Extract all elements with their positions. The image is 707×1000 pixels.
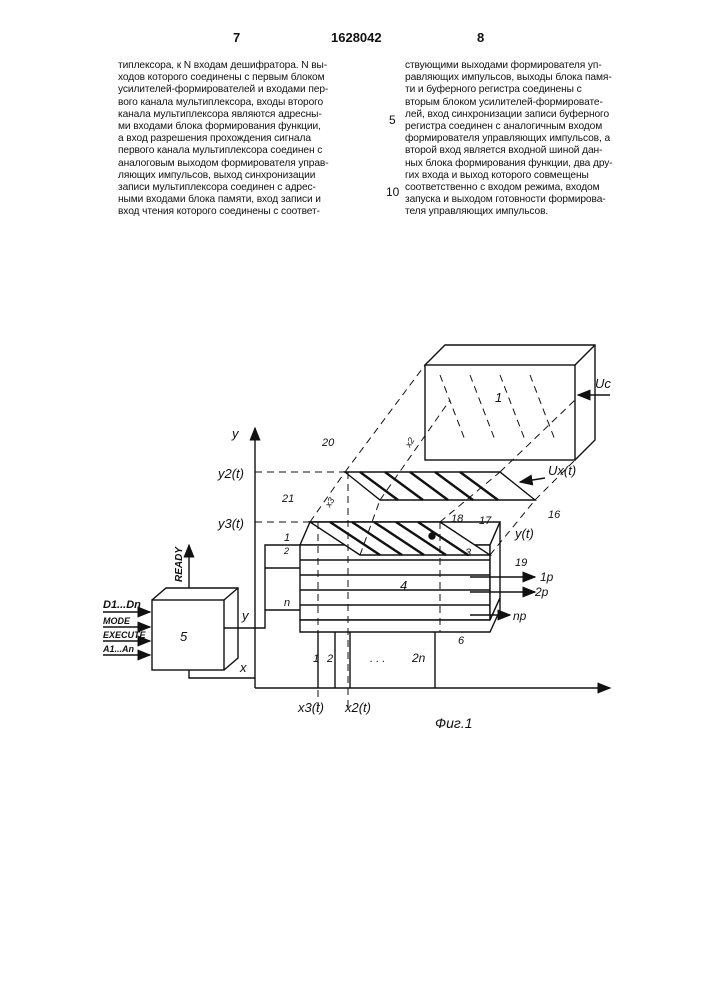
ready-label: READY — [174, 546, 185, 582]
a-inputs-label: A1...An — [102, 644, 135, 654]
yt-label: y(t) — [514, 526, 534, 541]
mode-label: MODE — [103, 616, 131, 626]
label-17: 17 — [479, 515, 492, 527]
label-21: 21 — [281, 493, 294, 505]
label-16: 16 — [548, 509, 561, 521]
y-output-label: y — [241, 608, 250, 623]
y2-label: y2(t) — [217, 466, 244, 481]
x2-label: x2(t) — [344, 700, 371, 715]
ux-label: Ux(t) — [548, 463, 576, 478]
label-18: 18 — [451, 513, 464, 525]
x-axis-label: x — [239, 660, 247, 675]
output-np-label: np — [513, 609, 527, 623]
block-5 — [152, 588, 238, 670]
plate-16 — [345, 472, 535, 500]
label-3: 3 — [465, 547, 472, 559]
output-2p-label: 2p — [534, 585, 549, 599]
d-inputs-label: D1...Dn — [103, 599, 141, 611]
execute-label: EXECUTE — [103, 630, 147, 640]
block-5-label: 5 — [180, 629, 188, 644]
y-axis-label: y — [231, 426, 240, 441]
figure-caption: Фиг.1 — [435, 715, 473, 731]
x3-beam-label: x3 — [323, 496, 337, 510]
output-1p-label: 1p — [540, 570, 554, 584]
label-20: 20 — [321, 437, 335, 449]
y-output-line — [224, 545, 300, 628]
col-n-label: 2n — [411, 651, 426, 665]
block-4-label: 4 — [400, 578, 407, 593]
block-6-label: 6 — [458, 635, 465, 647]
col-2-label: 2 — [326, 653, 333, 665]
label-19: 19 — [515, 557, 527, 569]
uc-label: Uc — [595, 376, 611, 391]
point-18 — [429, 533, 435, 539]
row-2-label: 2 — [283, 546, 289, 556]
x3-label: x3(t) — [297, 700, 324, 715]
ux-arrow — [520, 478, 545, 482]
col-dots-label: . . . — [370, 653, 385, 665]
row-1-label: 1 — [284, 532, 290, 544]
row-n-label: n — [284, 597, 290, 609]
block-1-label: 1 — [495, 390, 502, 405]
x2-beam-label: x2 — [403, 436, 417, 450]
y3-label: y3(t) — [217, 516, 244, 531]
col-1-label: 1 — [313, 653, 319, 665]
